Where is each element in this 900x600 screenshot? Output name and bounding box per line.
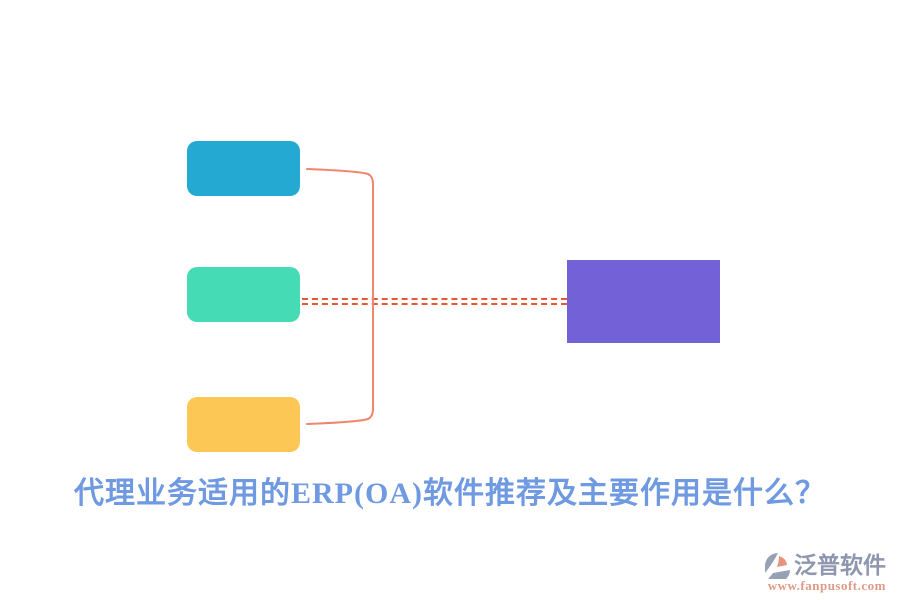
brand-watermark: 泛普软件 www.fanpusoft.com	[765, 553, 886, 594]
fanpu-logo-icon	[765, 553, 790, 579]
branch-node-bottom	[187, 397, 300, 452]
brand-name: 泛普软件	[794, 553, 886, 579]
brand-url: www.fanpusoft.com	[767, 578, 886, 593]
branch-node-middle	[187, 267, 300, 322]
root-node	[567, 260, 720, 343]
dashed-connector	[302, 298, 567, 305]
page-title: 代理业务适用的ERP(OA)软件推荐及主要作用是什么？	[74, 477, 826, 510]
branch-node-top	[187, 141, 300, 196]
